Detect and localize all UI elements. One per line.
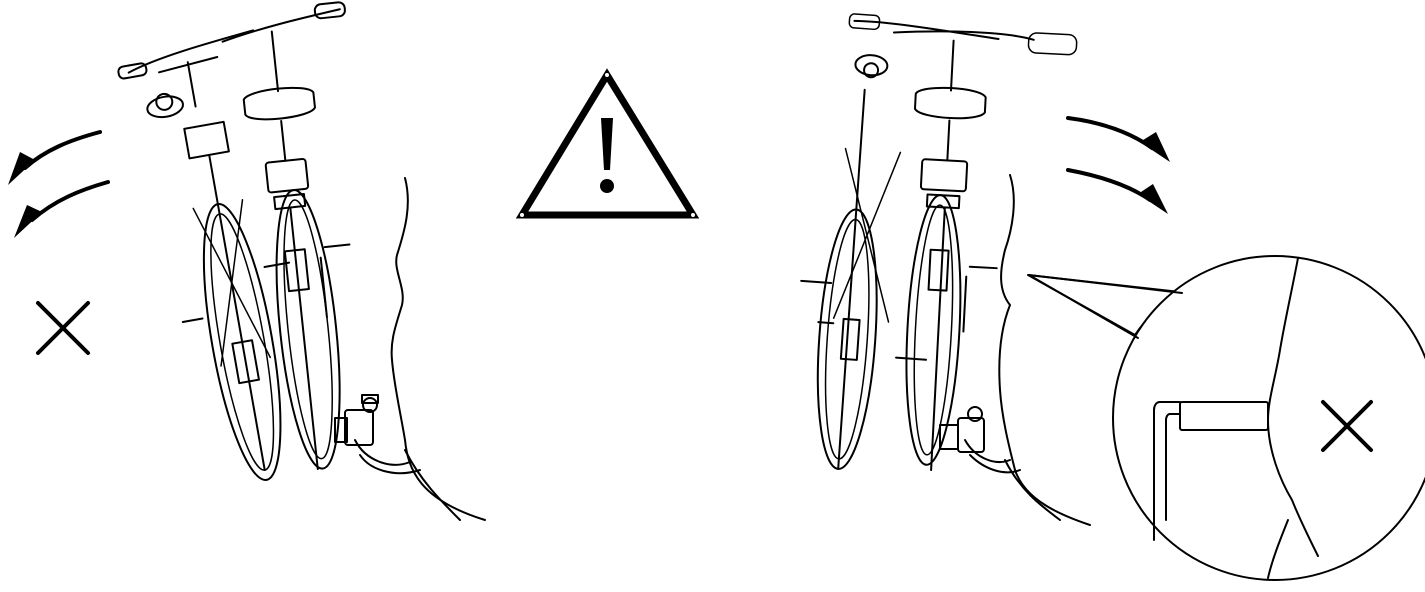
- car-rear-outline-right-2: [1005, 460, 1060, 520]
- bicycle-right-2: [871, 25, 1077, 476]
- left-panel: [8, 2, 485, 520]
- magnified-detail-callout: [1028, 256, 1425, 580]
- warning-triangle-icon: [520, 73, 695, 217]
- arrow-tilt-right-2: [1068, 170, 1168, 214]
- right-panel: [788, 12, 1425, 580]
- arrow-tilt-right-1: [1068, 118, 1170, 162]
- cross-icon: [38, 303, 88, 353]
- tow-bar: [335, 395, 420, 473]
- arrow-tilt-left-1: [8, 132, 100, 185]
- car-rear-outline: [392, 178, 485, 520]
- car-rear-outline-2: [405, 450, 460, 520]
- exclamation-mark: [601, 118, 613, 170]
- arrow-tilt-left-2: [14, 182, 108, 238]
- bicycle-left-1: [115, 30, 330, 493]
- bicycle-right-1: [788, 12, 999, 478]
